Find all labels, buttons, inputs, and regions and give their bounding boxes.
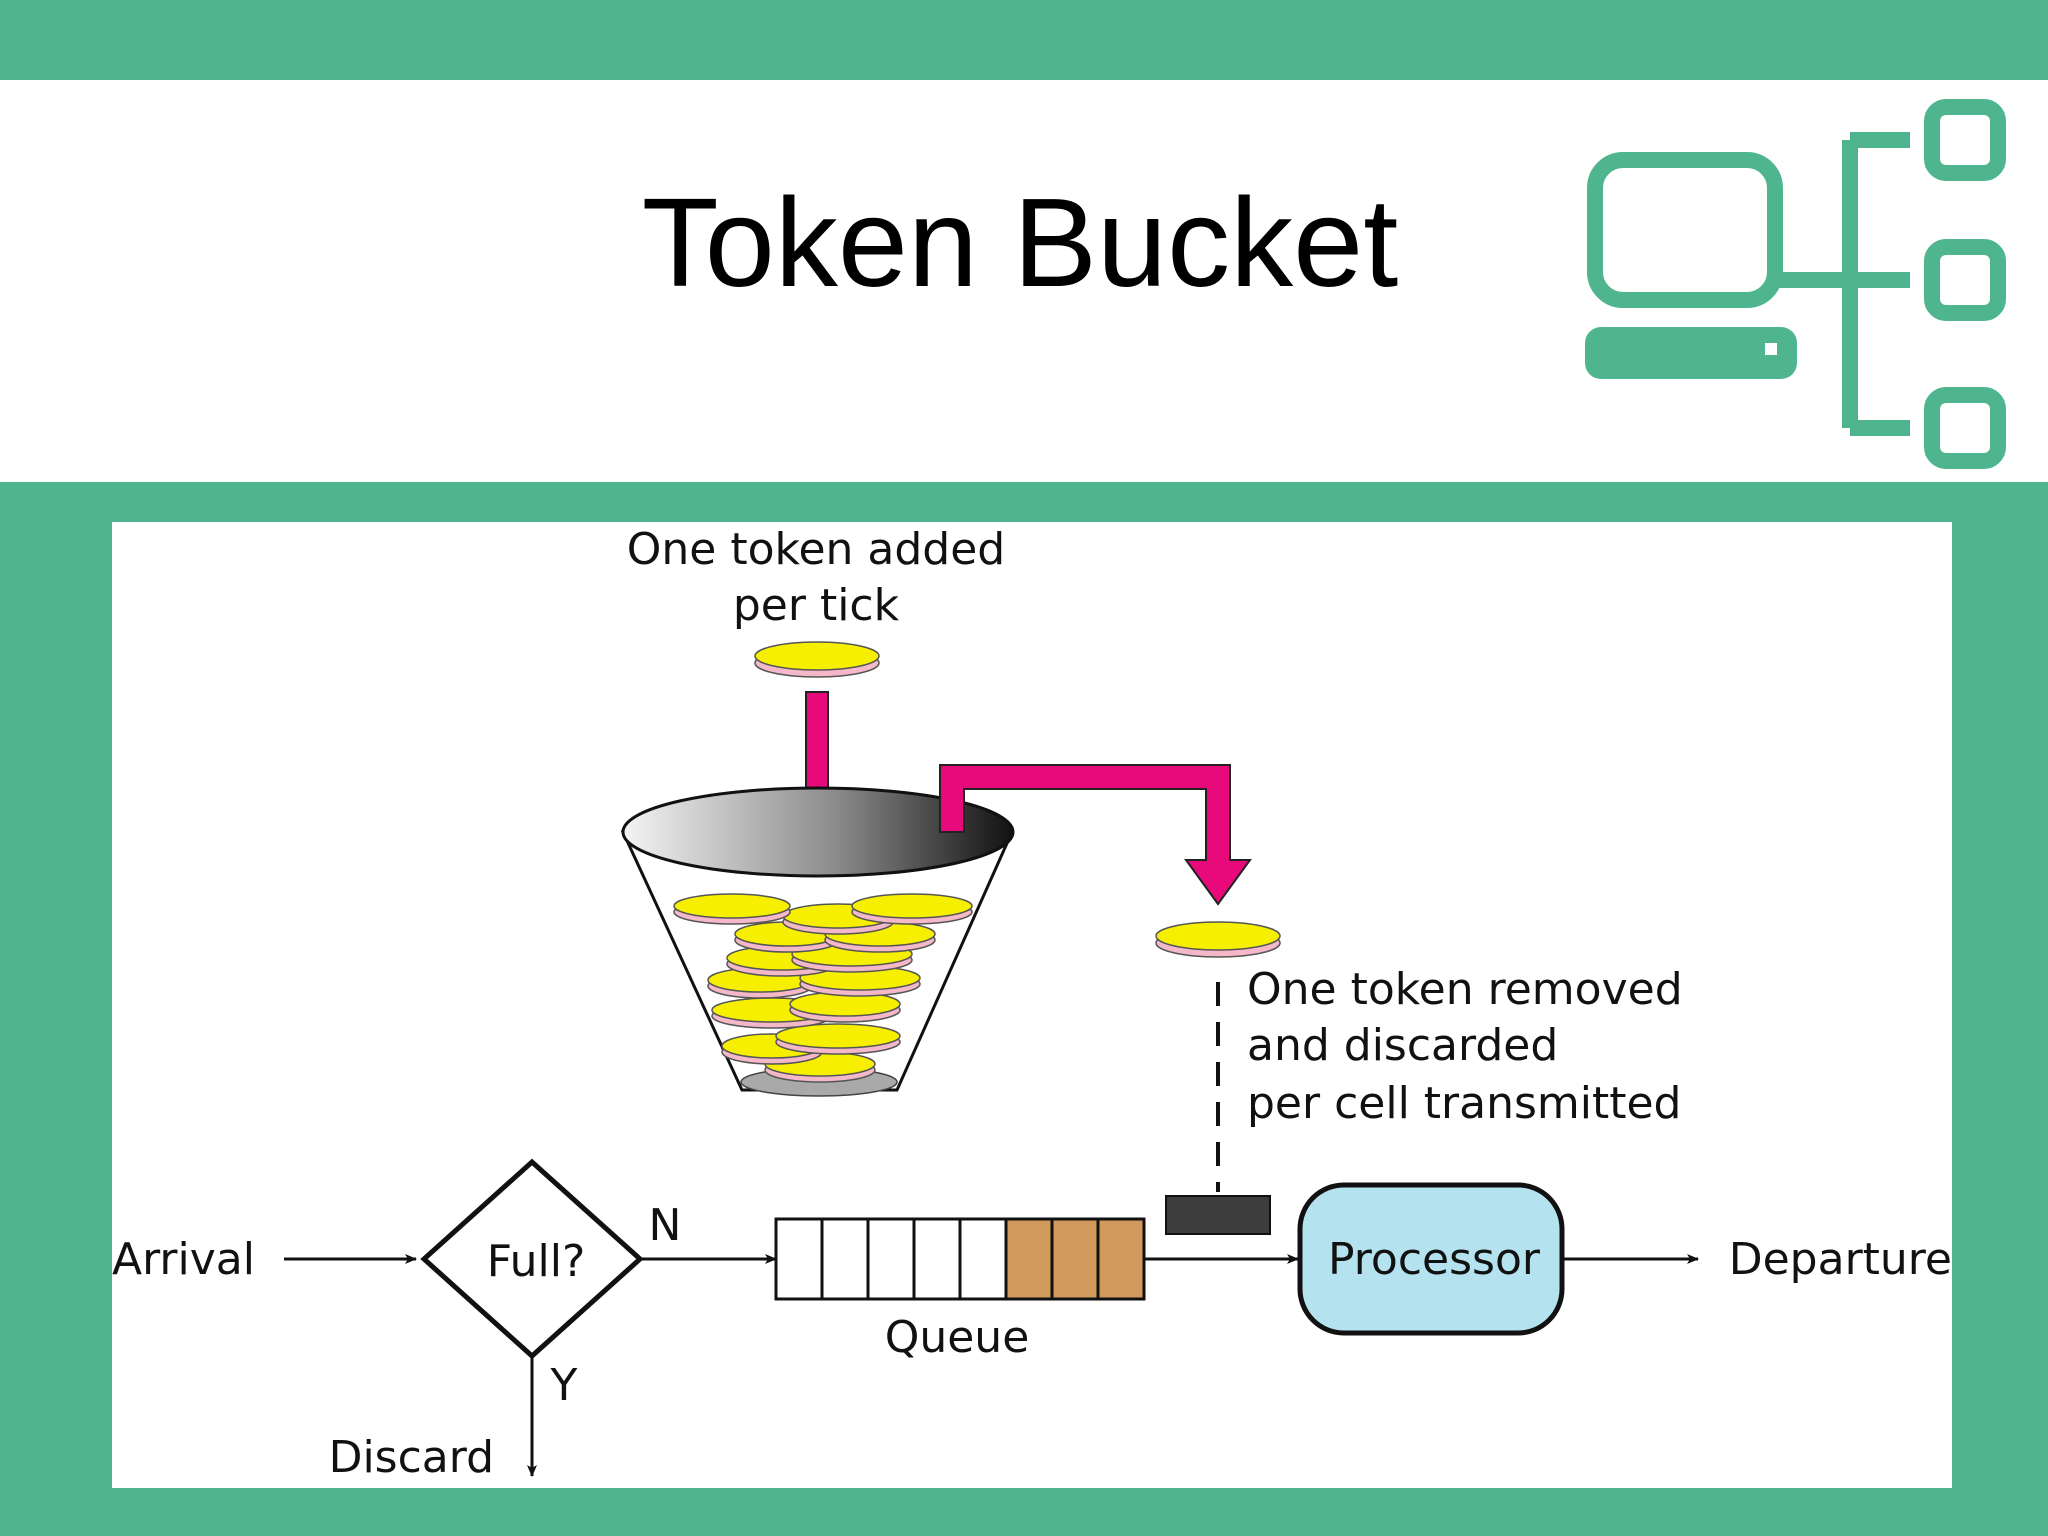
transmitted-cell bbox=[1165, 1195, 1271, 1235]
removed-token-icon bbox=[1155, 921, 1281, 958]
token-out-arrow-icon bbox=[939, 764, 1252, 906]
departure-label: Departure bbox=[1729, 1234, 1952, 1285]
token-added-label-line2: per tick bbox=[733, 580, 900, 631]
arrival-label: Arrival bbox=[112, 1234, 255, 1285]
queue-buffer bbox=[774, 1217, 1146, 1301]
queue-label: Queue bbox=[885, 1312, 1030, 1363]
token-removed-label-line3: per cell transmitted bbox=[1247, 1078, 1681, 1129]
slide-title: Token Bucket bbox=[641, 172, 1399, 313]
no-branch-label: N bbox=[649, 1200, 682, 1251]
token-bucket-icon bbox=[620, 786, 1015, 1097]
token-removed-label-line2: and discarded bbox=[1247, 1020, 1558, 1071]
discard-label: Discard bbox=[329, 1432, 494, 1483]
token-removed-label-line1: One token removed bbox=[1247, 964, 1683, 1015]
top-accent-band bbox=[0, 0, 2048, 80]
yes-branch-label: Y bbox=[550, 1360, 578, 1411]
incoming-token-icon bbox=[754, 641, 880, 678]
token-bucket-diagram: One token added per tick bbox=[112, 522, 1952, 1488]
decision-label: Full? bbox=[487, 1236, 586, 1287]
processor-label: Processor bbox=[1328, 1234, 1541, 1285]
network-hierarchy-logo-icon bbox=[1585, 99, 2006, 469]
slide-header bbox=[0, 80, 2048, 482]
token-added-label-line1: One token added bbox=[627, 524, 1005, 575]
